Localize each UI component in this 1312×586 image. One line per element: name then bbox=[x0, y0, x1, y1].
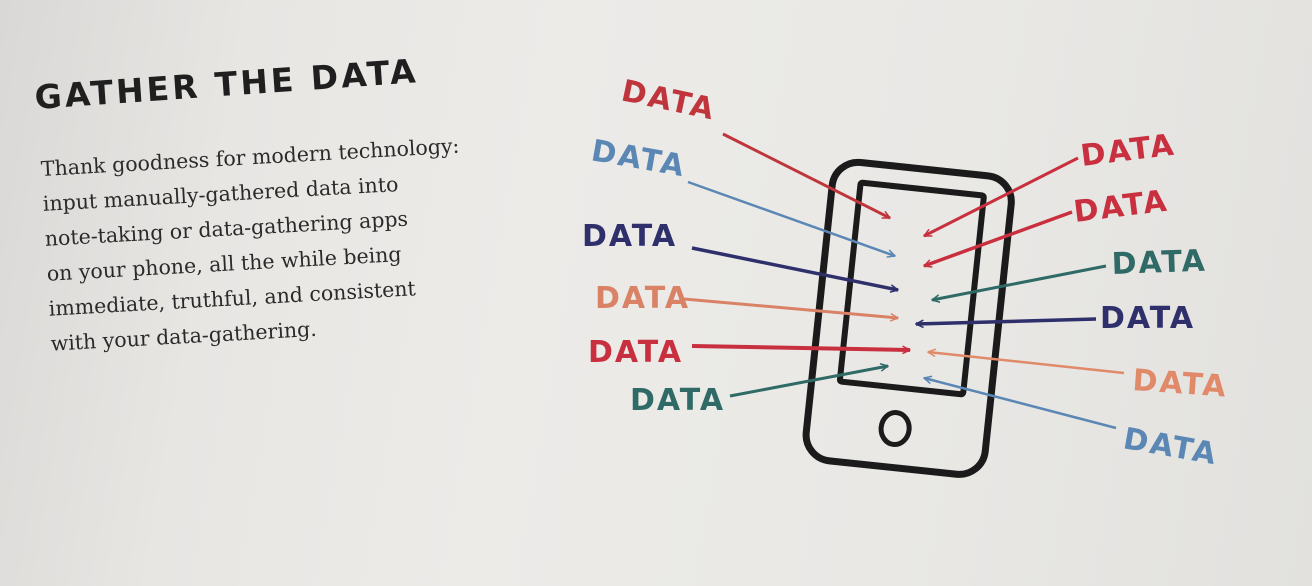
data-label-right: DATA bbox=[1072, 184, 1171, 230]
data-label-left: DATA bbox=[595, 281, 690, 316]
body-paragraph: Thank goodness for modern technology: in… bbox=[40, 126, 521, 362]
section-heading: GATHER THE DATA bbox=[33, 51, 420, 117]
arrow-icon bbox=[683, 297, 898, 318]
data-label-left: DATA bbox=[588, 335, 683, 370]
arrow-icon bbox=[691, 344, 910, 350]
data-label-left: DATA bbox=[589, 133, 689, 184]
data-label-left: DATA bbox=[582, 219, 677, 254]
arrow-icon bbox=[932, 264, 1107, 300]
data-label-right: DATA bbox=[1100, 301, 1195, 336]
data-label-left: DATA bbox=[618, 74, 718, 128]
data-label-right: DATA bbox=[1079, 128, 1178, 174]
arrow-icon bbox=[924, 210, 1073, 266]
data-label-right: DATA bbox=[1111, 244, 1207, 282]
data-to-phone-illustration: DATA DATA DATA DATA DATA DATA DATA DATA … bbox=[582, 74, 1229, 478]
data-label-right: DATA bbox=[1131, 363, 1228, 405]
arrow-icon bbox=[928, 352, 1125, 375]
data-label-left: DATA bbox=[630, 383, 725, 418]
arrow-icon bbox=[687, 180, 895, 256]
arrow-icon bbox=[924, 156, 1079, 238]
arrow-icon bbox=[924, 378, 1117, 430]
data-label-right: DATA bbox=[1121, 421, 1221, 472]
arrow-icon bbox=[729, 366, 888, 398]
arrow-icon bbox=[916, 317, 1097, 324]
arrow-icon bbox=[691, 246, 898, 290]
arrow-icon bbox=[722, 132, 890, 220]
